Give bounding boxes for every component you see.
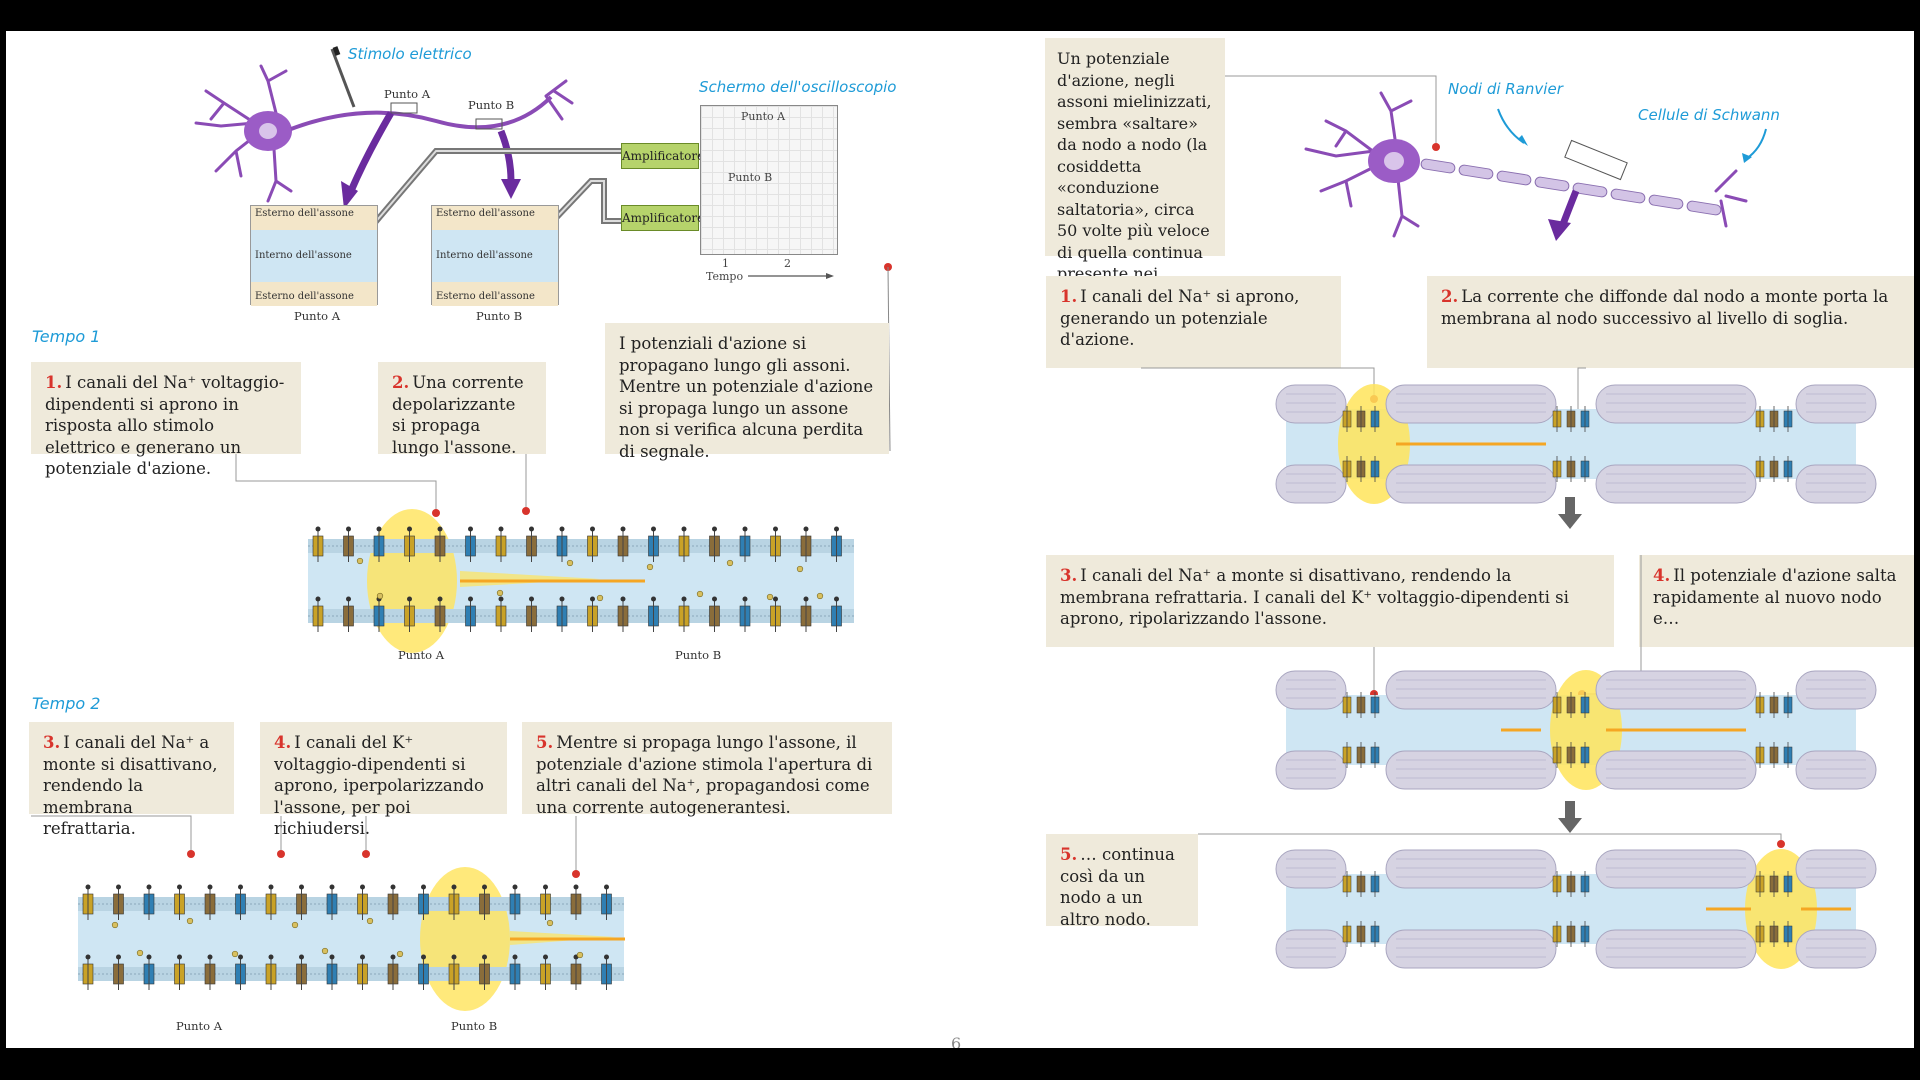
r-step1-box: 1.I canali del Na⁺ si aprono, generando … — [1046, 276, 1341, 368]
scope-tick-1: 1 — [722, 257, 729, 270]
oscilloscope-screen — [700, 105, 838, 255]
axon-membrane-t1 — [308, 509, 854, 653]
t1-connectors — [235, 454, 530, 517]
scope-point-b: Punto B — [728, 171, 773, 184]
r-step5-number: 5. — [1060, 845, 1078, 864]
page-number: 6 — [951, 1034, 962, 1048]
r-step3-box: 3.I canali del Na⁺ a monte si disattivan… — [1046, 555, 1614, 647]
scope-time-label: Tempo — [706, 270, 744, 283]
outside-axon-label: Esterno dell'assone — [432, 206, 558, 230]
t2-point-b: Punto B — [451, 1019, 498, 1033]
r-step3-number: 3. — [1060, 566, 1078, 585]
t2-step5-box: 5.Mentre si propaga lungo l'assone, il p… — [522, 722, 892, 817]
t1-step2-text: Una corrente depolarizzante si propaga l… — [392, 373, 524, 457]
t2-point-a: Punto A — [176, 1019, 223, 1033]
amplifier-b: Amplificatore — [621, 205, 704, 231]
scope-tick-2: 2 — [784, 257, 791, 270]
point-b-marker — [475, 118, 503, 130]
t1-step1-box: 1.I canali del Na⁺ voltaggio-dipendenti … — [31, 362, 301, 478]
t2-step3-number: 3. — [43, 733, 61, 752]
tempo1-label: Tempo 1 — [32, 327, 101, 346]
cutaway-b-caption: Punto B — [476, 309, 523, 323]
stimulus-label: Stimolo elettrico — [348, 45, 472, 63]
myelinated-neuron-drawing — [1225, 75, 1767, 241]
tempo2-label: Tempo 2 — [32, 694, 101, 713]
t2-step5-number: 5. — [536, 733, 554, 752]
intro-box: Un potenziale d'azione, negli assoni mie… — [1045, 38, 1225, 326]
t2-step3-box: 3.I canali del Na⁺ a monte si disattivan… — [29, 722, 234, 838]
inside-axon-label: Interno dell'assone — [251, 230, 377, 282]
r-step5-text: … continua così da un nodo a un altro no… — [1060, 845, 1175, 929]
info-text: I potenziali d'azione si propagano lungo… — [619, 334, 874, 461]
neuron-point-a-label: Punto A — [384, 87, 431, 101]
myelin-axon-1 — [1141, 367, 1877, 504]
myelin-axon-3 — [1198, 833, 1877, 969]
inside-axon-label: Interno dell'assone — [432, 230, 558, 282]
t2-step5-text: Mentre si propaga lungo l'assone, il pot… — [536, 733, 873, 817]
axon-cutaway-a: Esterno dell'assone Interno dell'assone … — [250, 205, 378, 306]
t1-point-a: Punto A — [398, 648, 445, 662]
neuron-setup-drawing — [194, 46, 892, 452]
t2-step4-box: 4.I canali del K⁺ voltaggio-dipendenti s… — [260, 722, 507, 838]
outside-axon-label: Esterno dell'assone — [251, 282, 377, 306]
cutaway-a-caption: Punto A — [294, 309, 341, 323]
axon-cutaway-b: Esterno dell'assone Interno dell'assone … — [431, 205, 559, 306]
r-step2-text: La corrente che diffonde dal nodo a mont… — [1441, 287, 1889, 328]
scope-point-a: Punto A — [741, 110, 786, 123]
r-step1-number: 1. — [1060, 287, 1078, 306]
r-step4-text: Il potenziale d'azione salta rapidamente… — [1653, 566, 1897, 628]
ranvier-label: Nodi di Ranvier — [1448, 80, 1563, 98]
t1-step2-number: 2. — [392, 373, 410, 392]
r-step2-box: 2.La corrente che diffonde dal nodo a mo… — [1427, 276, 1914, 368]
axon-membrane-t2 — [78, 867, 625, 1011]
t1-point-b: Punto B — [675, 648, 722, 662]
down-arrow-2 — [1558, 801, 1582, 833]
outside-axon-label: Esterno dell'assone — [432, 282, 558, 306]
r-step4-box: 4.Il potenziale d'azione salta rapidamen… — [1639, 555, 1914, 647]
textbook-page: Stimolo elettrico Schermo dell'oscillosc… — [6, 31, 1914, 1048]
t2-step4-number: 4. — [274, 733, 292, 752]
schwann-label: Cellule di Schwann — [1638, 106, 1780, 124]
info-box: I potenziali d'azione si propagano lungo… — [605, 323, 889, 461]
scope-label: Schermo dell'oscilloscopio — [699, 78, 897, 96]
down-arrow-1 — [1558, 497, 1582, 529]
t2-step3-text: I canali del Na⁺ a monte si disattivano,… — [43, 733, 218, 838]
r-step2-number: 2. — [1441, 287, 1459, 306]
outside-axon-label: Esterno dell'assone — [251, 206, 377, 230]
t2-step4-text: I canali del K⁺ voltaggio-dipendenti si … — [274, 733, 484, 838]
t1-step1-number: 1. — [45, 373, 63, 392]
r-step4-number: 4. — [1653, 566, 1671, 585]
r-step5-box: 5.… continua così da un nodo a un altro … — [1046, 834, 1198, 929]
myelin-axon-2 — [1275, 555, 1877, 790]
t1-step1-text: I canali del Na⁺ voltaggio-dipendenti si… — [45, 373, 285, 478]
r-step1-text: I canali del Na⁺ si aprono, generando un… — [1060, 287, 1300, 349]
r-step3-text: I canali del Na⁺ a monte si disattivano,… — [1060, 566, 1569, 628]
neuron-point-b-label: Punto B — [468, 98, 515, 112]
t2-connectors — [31, 815, 580, 878]
t1-step2-box: 2.Una corrente depolarizzante si propaga… — [378, 362, 546, 457]
amplifier-a: Amplificatore — [621, 143, 704, 169]
point-a-marker — [390, 102, 418, 114]
